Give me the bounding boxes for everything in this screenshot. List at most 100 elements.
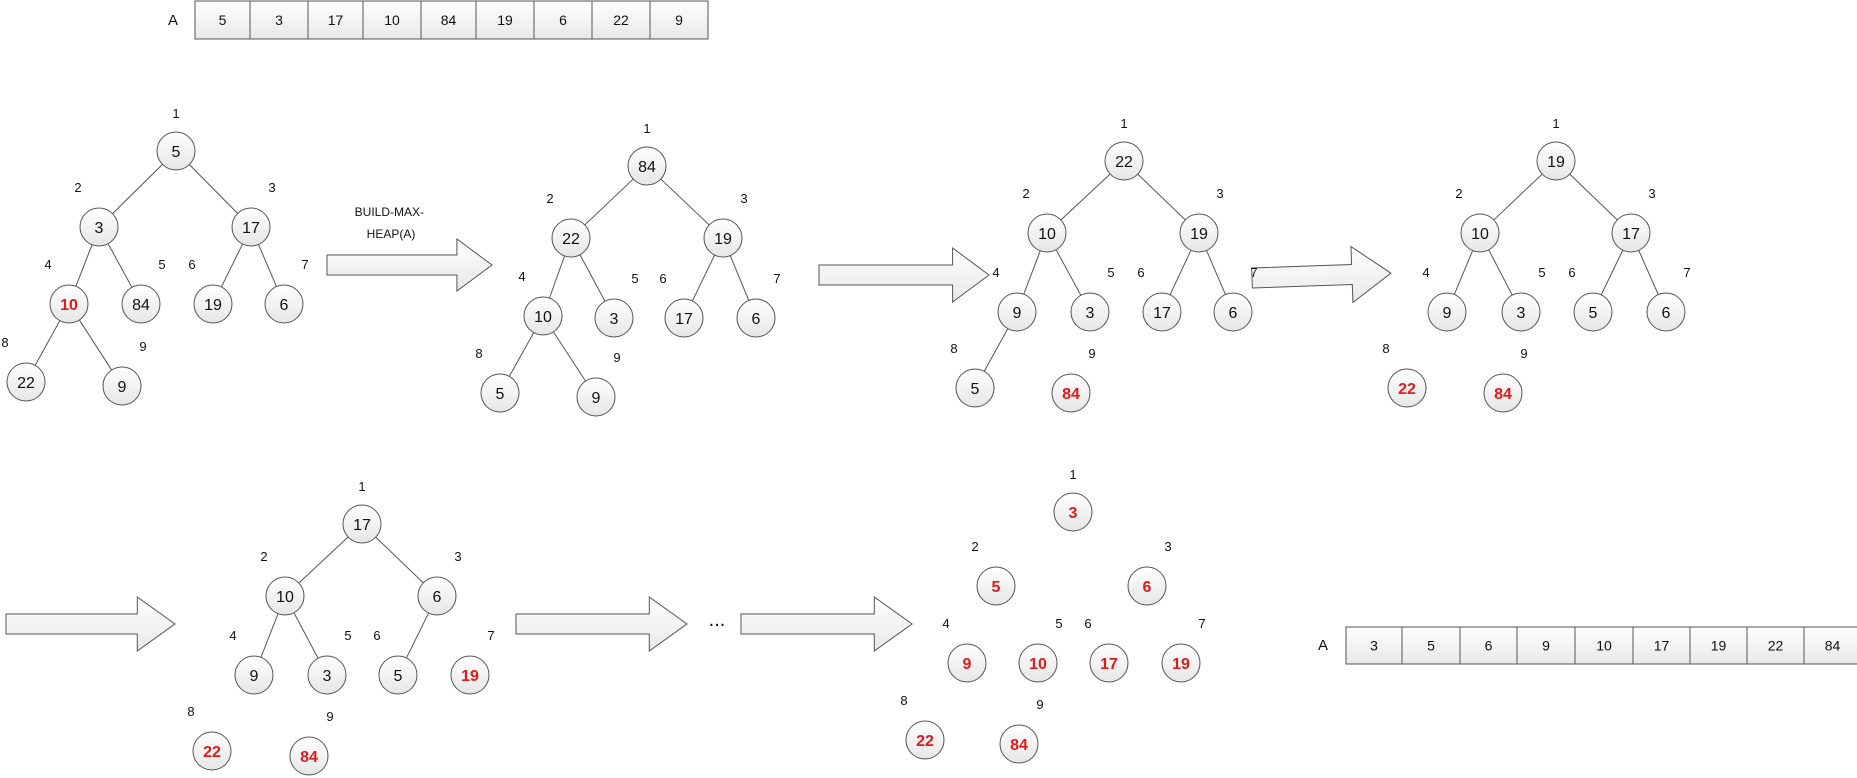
heap-node-circle xyxy=(1179,213,1219,253)
heap-node: 102 xyxy=(1022,186,1067,253)
heap-node-index: 2 xyxy=(1455,186,1462,201)
heap-node-circle xyxy=(450,655,490,695)
heap-node-index: 1 xyxy=(1552,116,1559,131)
heap-node-circle xyxy=(703,218,743,258)
array-cell: 84 xyxy=(420,0,477,40)
heap-node: 67 xyxy=(1646,265,1691,332)
heap-node: 173 xyxy=(1611,186,1656,253)
heap-node-index: 6 xyxy=(188,257,195,272)
heap-node: 849 xyxy=(1051,346,1096,413)
array-cell: 19 xyxy=(475,0,535,40)
heap-node-circle xyxy=(1051,373,1091,413)
heap-node-circle xyxy=(955,368,995,408)
heap-node: 35 xyxy=(1070,265,1115,332)
array-cell-value: 5 xyxy=(1427,638,1435,654)
build-max-heap-label: BUILD-MAX- HEAP(A) xyxy=(355,205,428,241)
heap-node-circle xyxy=(1501,292,1541,332)
tree-edge xyxy=(375,536,424,584)
heap-node-circle xyxy=(1027,213,1067,253)
heap-node-index: 5 xyxy=(631,271,638,286)
heap-node-value: 22 xyxy=(916,733,934,750)
heap-node: 67 xyxy=(1213,265,1258,332)
array-cell: 17 xyxy=(307,0,364,40)
heap-node-circle xyxy=(1142,292,1182,332)
heap-node: 193 xyxy=(703,191,748,258)
heap-node-value: 5 xyxy=(496,386,505,403)
heap-node-circle xyxy=(102,366,142,406)
heap-node-circle xyxy=(1053,492,1093,532)
heap-node: 191 xyxy=(1536,116,1576,181)
heap-node-value: 19 xyxy=(204,297,222,314)
heap-node-index: 8 xyxy=(187,704,194,719)
tree-edge xyxy=(548,255,566,299)
tree-edge xyxy=(293,612,319,659)
heap-node: 176 xyxy=(659,271,704,338)
array-cell: 10 xyxy=(1574,626,1634,665)
heap-node-index: 6 xyxy=(1084,616,1091,631)
tree-edges xyxy=(983,173,1226,372)
heap-node: 99 xyxy=(102,339,147,406)
heap-node-index: 2 xyxy=(260,549,267,564)
heap-node-value: 9 xyxy=(1443,305,1452,322)
heap-node: 56 xyxy=(1568,265,1613,332)
heap-node: 94 xyxy=(942,616,987,683)
tree-edge xyxy=(584,178,634,226)
heap-node-value: 17 xyxy=(1153,305,1171,322)
heap-node-value: 19 xyxy=(714,231,732,248)
array-cell: 3 xyxy=(1345,626,1403,665)
heap-node: 58 xyxy=(950,341,995,408)
array-cell-value: 19 xyxy=(1711,638,1727,654)
heap-node-circle xyxy=(1427,292,1467,332)
heap-node-value: 19 xyxy=(1190,226,1208,243)
heap-node-index: 8 xyxy=(1,335,8,350)
heap-node-circle xyxy=(1070,292,1110,332)
heap-node-circle xyxy=(523,296,563,336)
heap-node-value: 10 xyxy=(1471,226,1489,243)
heap-node: 841 xyxy=(627,121,667,186)
ellipsis-label: ... xyxy=(709,609,726,631)
heap-node-index: 2 xyxy=(971,539,978,554)
array-cell: 17 xyxy=(1632,626,1691,665)
heap-node-value: 5 xyxy=(971,381,980,398)
heap-node-value: 6 xyxy=(280,297,289,314)
heap-node-value: 3 xyxy=(1517,305,1526,322)
heap-node: 35 xyxy=(307,628,352,695)
heap-node-value: 3 xyxy=(95,220,104,237)
heap-node: 845 xyxy=(121,257,166,324)
heap-node-value: 17 xyxy=(1100,656,1118,673)
heap-node-index: 5 xyxy=(158,257,165,272)
heap-node-index: 7 xyxy=(773,271,780,286)
heap-node-circle xyxy=(480,373,520,413)
heap-node-index: 4 xyxy=(1422,265,1429,280)
step-arrow-2 xyxy=(1251,245,1392,304)
tree-edge xyxy=(298,536,349,584)
array-cell-value: 10 xyxy=(1596,638,1612,654)
heap-node: 849 xyxy=(1483,346,1528,413)
heap-node-circle xyxy=(664,298,704,338)
heap-node: 849 xyxy=(999,697,1044,764)
heap-node-index: 9 xyxy=(1036,697,1043,712)
tree-edge xyxy=(1169,249,1192,296)
heap-node: 221 xyxy=(1104,116,1144,181)
array-cell-value: 3 xyxy=(1370,638,1378,654)
tree-edge xyxy=(1060,173,1111,221)
tree-edge xyxy=(188,164,239,214)
heap-node-value: 5 xyxy=(1589,305,1598,322)
tree-edge xyxy=(579,254,606,302)
array-cell-value: 22 xyxy=(613,12,629,28)
heap-node-value: 9 xyxy=(250,668,259,685)
heap-node-index: 7 xyxy=(1683,265,1690,280)
heap-node-value: 19 xyxy=(461,668,479,685)
heap-node: 171 xyxy=(342,479,382,544)
heap-node-value: 10 xyxy=(534,309,552,326)
heap-node-index: 8 xyxy=(950,341,957,356)
heap-node: 10 2 xyxy=(1455,186,1500,253)
heap-node: 222 xyxy=(546,191,591,258)
heap-node-index: 3 xyxy=(1648,186,1655,201)
array-cell-value: 9 xyxy=(675,12,683,28)
heap-node-circle xyxy=(627,146,667,186)
tree-edge xyxy=(1600,249,1624,296)
heap-node-value: 3 xyxy=(1086,305,1095,322)
